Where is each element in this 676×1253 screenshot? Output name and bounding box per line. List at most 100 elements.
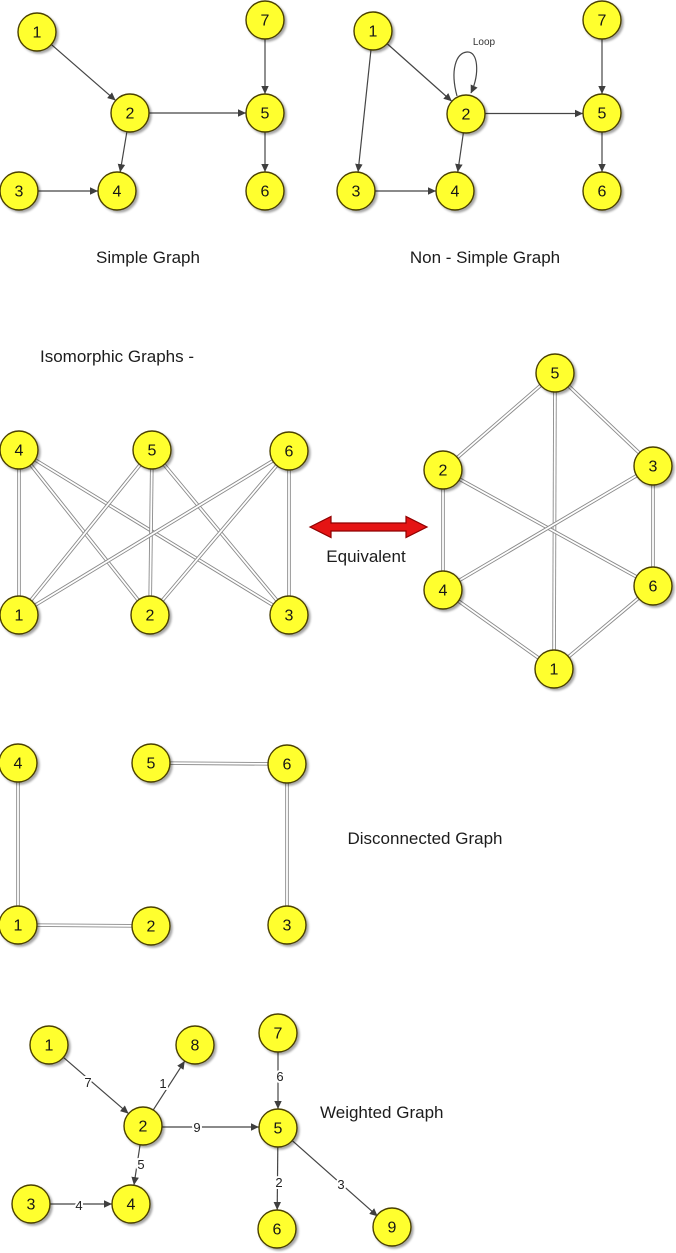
node-3: 3 (267, 905, 307, 945)
svg-text:5: 5 (261, 106, 270, 123)
edge-6-2 (148, 449, 291, 617)
node-8: 8 (175, 1025, 215, 1065)
node-4: 4 (423, 570, 463, 610)
loop-label: Loop (473, 37, 496, 48)
svg-text:3: 3 (27, 1197, 36, 1214)
edge-5-1 (17, 448, 154, 617)
edge-1-2 (63, 1057, 129, 1114)
edge-4-3 (442, 464, 654, 592)
svg-text:1: 1 (15, 608, 24, 625)
node-2: 2 (123, 1106, 163, 1146)
svg-text:3: 3 (649, 459, 658, 476)
isomorphic-left-graph: 4 5 6 1 2 3 (0, 430, 309, 635)
node-2: 2 (423, 450, 463, 490)
node-3: 3 (0, 171, 39, 211)
svg-text:4: 4 (113, 184, 122, 201)
isomorphic-section: Isomorphic Graphs - 4 5 6 1 2 3 Equivale… (0, 347, 673, 689)
svg-text:7: 7 (274, 1026, 283, 1043)
node-2: 2 (130, 595, 170, 635)
node-5: 5 (132, 430, 172, 470)
svg-text:3: 3 (352, 184, 361, 201)
svg-text:6: 6 (261, 184, 270, 201)
node-1: 1 (0, 905, 38, 945)
edge-5-6 (273, 1147, 282, 1210)
edge-5-3 (553, 371, 655, 468)
svg-text:1: 1 (33, 25, 42, 42)
self-loop-edge (453, 51, 478, 97)
node-3: 3 (11, 1184, 51, 1224)
node-5: 5 (258, 1108, 298, 1148)
edge-6-1 (552, 584, 655, 671)
node-6: 6 (267, 744, 307, 784)
node-4: 4 (0, 430, 39, 470)
edge-2-4 (117, 132, 128, 173)
svg-text:6: 6 (273, 1222, 282, 1239)
node-2: 2 (131, 906, 171, 946)
edge-5-2 (148, 449, 154, 616)
non-simple-graph: Loop 1 7 2 5 3 4 6 Non - Simple Graph (336, 0, 622, 267)
node-1: 1 (353, 11, 393, 51)
svg-text:5: 5 (148, 443, 157, 460)
isomorphic-right-graph: 5 2 3 4 6 1 (423, 353, 673, 689)
non-simple-graph-caption: Non - Simple Graph (410, 248, 560, 267)
node-1: 1 (534, 649, 574, 689)
svg-text:6: 6 (649, 579, 658, 596)
edge-1-2 (387, 43, 452, 102)
svg-text:2: 2 (126, 106, 135, 123)
disconnected-graph: 4 5 6 1 2 3 Disconnected Graph (0, 743, 502, 946)
node-7: 7 (245, 0, 285, 40)
equivalence-label: Equivalent (326, 547, 406, 566)
node-4: 4 (0, 743, 38, 783)
svg-text:8: 8 (191, 1038, 200, 1055)
node-5: 5 (582, 93, 622, 133)
node-5: 5 (245, 93, 285, 133)
svg-text:3: 3 (285, 608, 294, 625)
svg-text:1: 1 (550, 662, 559, 679)
node-1: 1 (0, 595, 39, 635)
svg-text:4: 4 (439, 583, 448, 600)
node-4: 4 (435, 171, 475, 211)
weight-7-5: 6 (276, 1069, 283, 1084)
node-6: 6 (633, 566, 673, 606)
weight-2-8: 1 (159, 1076, 166, 1091)
svg-text:7: 7 (598, 13, 607, 30)
svg-text:1: 1 (14, 918, 23, 935)
weight-5-6: 2 (275, 1175, 282, 1190)
svg-text:4: 4 (127, 1197, 136, 1214)
node-4: 4 (97, 171, 137, 211)
weighted-graph-caption: Weighted Graph (320, 1103, 443, 1122)
node-6: 6 (582, 171, 622, 211)
weight-2-5: 9 (193, 1120, 200, 1135)
edge-2-4 (131, 1145, 141, 1186)
node-2: 2 (110, 93, 150, 133)
weight-5-9: 3 (337, 1177, 344, 1192)
edge-4-1 (441, 588, 556, 671)
svg-text:5: 5 (274, 1121, 283, 1138)
edge-1-2 (17, 923, 152, 928)
svg-text:5: 5 (551, 366, 560, 383)
edge-1-2 (51, 44, 116, 101)
svg-text:5: 5 (147, 756, 156, 773)
node-3: 3 (633, 446, 673, 486)
edge-5-9 (292, 1140, 378, 1217)
svg-text:1: 1 (45, 1038, 54, 1055)
svg-text:4: 4 (14, 756, 23, 773)
svg-text:6: 6 (285, 444, 294, 461)
svg-text:4: 4 (15, 443, 24, 460)
edge-5-2 (441, 371, 557, 472)
svg-text:6: 6 (283, 757, 292, 774)
weighted-graph: 7 1 6 9 5 4 2 3 1 8 7 2 5 3 4 6 9 Weight… (11, 1013, 443, 1249)
node-6: 6 (269, 431, 309, 471)
edge-2-4 (455, 133, 464, 173)
svg-text:4: 4 (451, 184, 460, 201)
svg-text:2: 2 (146, 608, 155, 625)
svg-text:7: 7 (261, 13, 270, 30)
node-2: 2 (446, 94, 486, 134)
svg-text:2: 2 (439, 463, 448, 480)
svg-text:2: 2 (462, 107, 471, 124)
simple-graph-caption: Simple Graph (96, 248, 200, 267)
svg-text:5: 5 (598, 106, 607, 123)
svg-text:2: 2 (139, 1119, 148, 1136)
svg-text:9: 9 (388, 1220, 397, 1237)
